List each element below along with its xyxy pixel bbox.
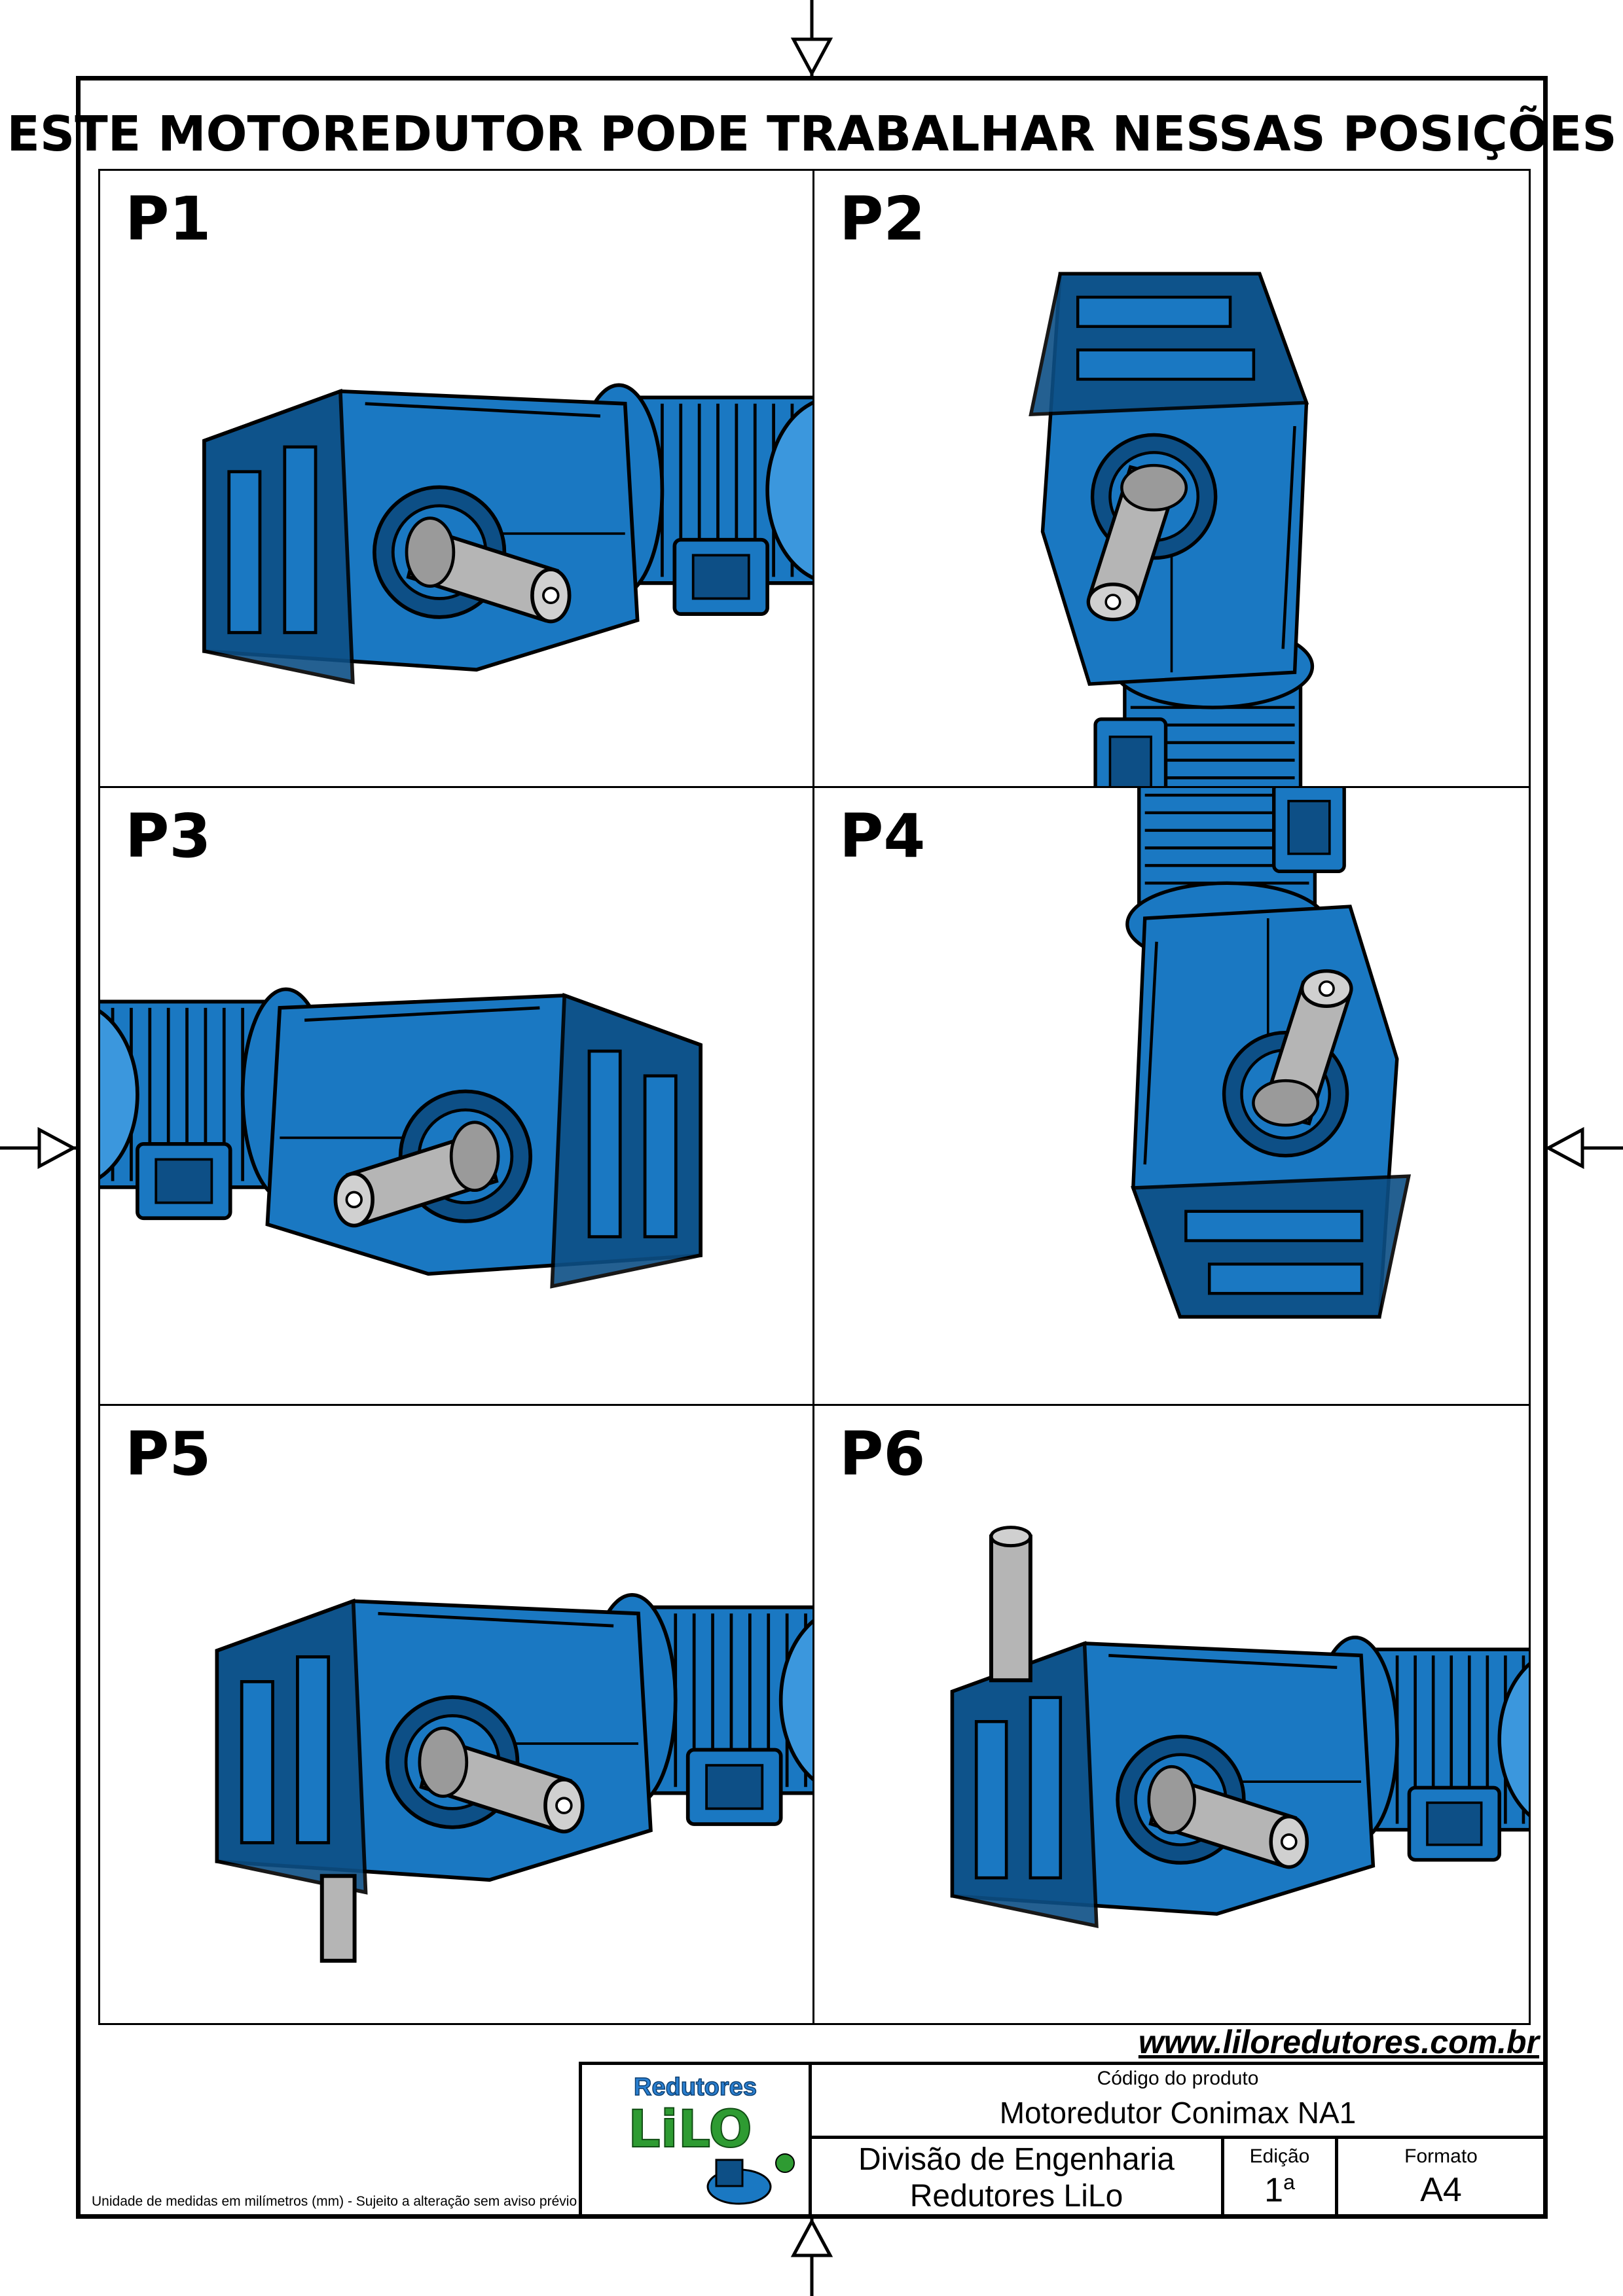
division-line1: Divisão de Engenharia (858, 2142, 1175, 2177)
svg-text:LiLO: LiLO (628, 2100, 752, 2159)
position-cell-p3: P3 (100, 788, 814, 1406)
drawing-frame (76, 76, 1548, 2219)
division-cell: Divisão de Engenharia Redutores LiLo (812, 2139, 1224, 2215)
gearmotor-illustration (814, 171, 1529, 786)
position-label: P3 (125, 801, 211, 872)
centering-mark-top (790, 0, 833, 79)
edition-caption: Edição (1249, 2145, 1310, 2167)
position-label: P2 (839, 184, 926, 254)
company-logo: Redutores LiLO (582, 2065, 812, 2215)
product-code-value: Motoredutor Conimax NA1 (999, 2096, 1357, 2130)
title-block: Redutores LiLO Código do produto Motored… (579, 2062, 1544, 2215)
units-footnote: Unidade de medidas em milímetros (mm) - … (92, 2194, 577, 2209)
gearmotor-illustration (100, 1406, 812, 1963)
website-link[interactable]: www.liloredutores.com.br (1138, 2024, 1539, 2060)
position-label: P1 (125, 184, 211, 254)
gearmotor-illustration (814, 788, 1529, 1403)
centering-mark-bottom (790, 2217, 833, 2296)
product-code-caption: Código do produto (1097, 2068, 1259, 2089)
format-cell: Formato A4 (1338, 2139, 1544, 2215)
position-cell-p6: P6 (814, 1406, 1529, 2023)
position-label: P4 (839, 801, 926, 872)
product-code: Código do produto Motoredutor Conimax NA… (812, 2065, 1544, 2139)
positions-grid: P1 P2 P3 P4 P5 P6 (98, 169, 1531, 2025)
centering-mark-right (1544, 1126, 1623, 1170)
gearmotor-illustration (814, 1525, 1529, 2023)
position-cell-p1: P1 (100, 171, 814, 789)
format-value: A4 (1420, 2171, 1462, 2209)
position-cell-p5: P5 (100, 1405, 814, 2023)
position-cell-p4: P4 (814, 788, 1529, 1406)
lilo-logo-icon: Redutores LiLO (627, 2073, 795, 2205)
position-label: P6 (839, 1418, 926, 1489)
svg-text:Redutores: Redutores (634, 2073, 757, 2101)
edition-cell: Edição 1a (1224, 2139, 1338, 2215)
division-line2: Redutores LiLo (909, 2179, 1123, 2214)
gearmotor-illustration (100, 171, 812, 786)
edition-value: 1a (1264, 2170, 1295, 2210)
centering-mark-left (0, 1126, 79, 1170)
format-caption: Formato (1404, 2145, 1478, 2167)
page-title: ESTE MOTOREDUTOR PODE TRABALHAR NESSAS P… (7, 106, 1617, 162)
gearmotor-illustration (100, 788, 812, 1403)
position-cell-p2: P2 (814, 171, 1529, 789)
position-label: P5 (125, 1418, 211, 1489)
